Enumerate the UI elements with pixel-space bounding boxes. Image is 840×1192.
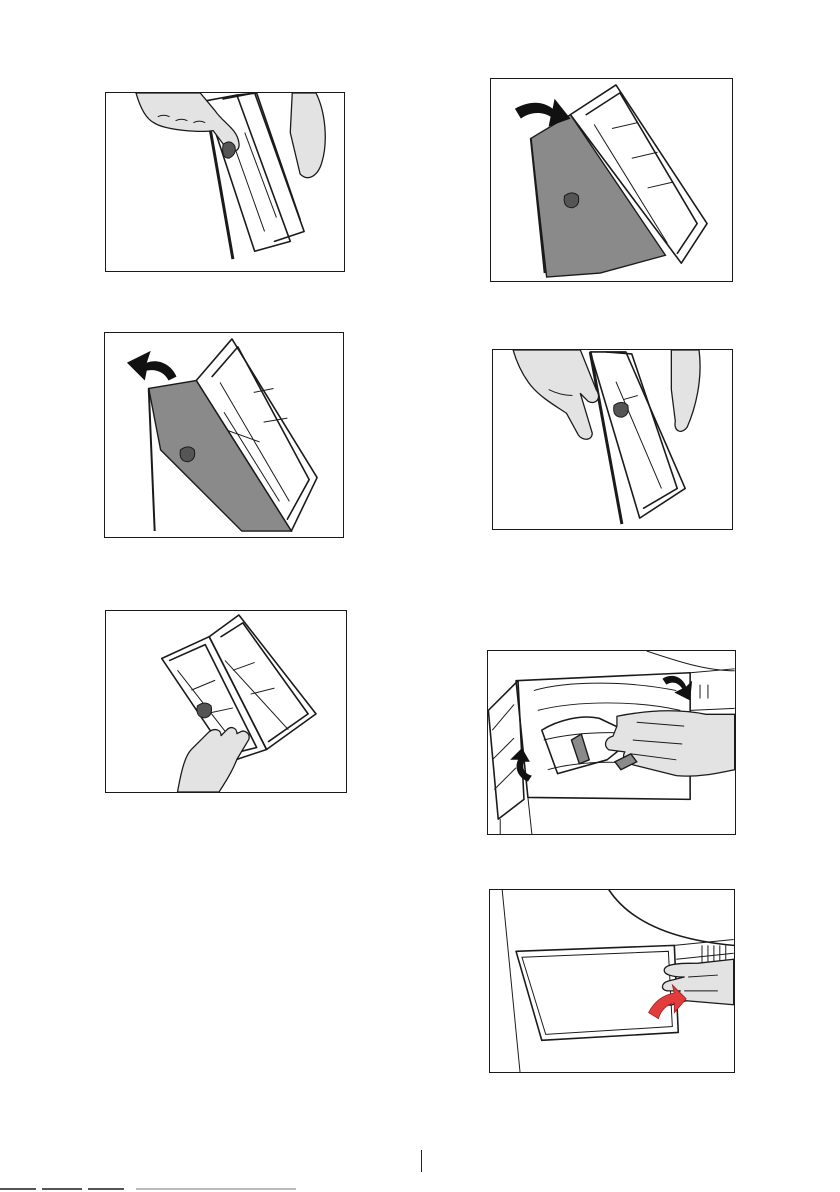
hand-cleaning-filter-illustration	[106, 611, 346, 792]
figure-close-filter-by-hand	[492, 349, 733, 530]
figure-press-latch	[105, 92, 345, 272]
figure-open-filter-cover	[104, 332, 344, 538]
figure-close-filter-cover	[490, 78, 733, 282]
hand-removing-condenser-illustration	[488, 651, 735, 834]
figure-close-lower-cover	[489, 889, 735, 1073]
footer-print-marks	[0, 1186, 300, 1192]
filter-cover-opening-arrow-illustration	[105, 333, 343, 537]
filter-cover-closing-arrow-illustration	[491, 79, 732, 281]
figure-remove-condenser	[487, 650, 736, 835]
page-divider	[421, 1150, 422, 1172]
finger-pressing-filter-latch-illustration	[106, 93, 344, 271]
hand-closing-lower-cover-illustration	[490, 890, 734, 1072]
hand-closing-filter-illustration	[493, 350, 732, 529]
figure-clean-filter	[105, 610, 347, 793]
